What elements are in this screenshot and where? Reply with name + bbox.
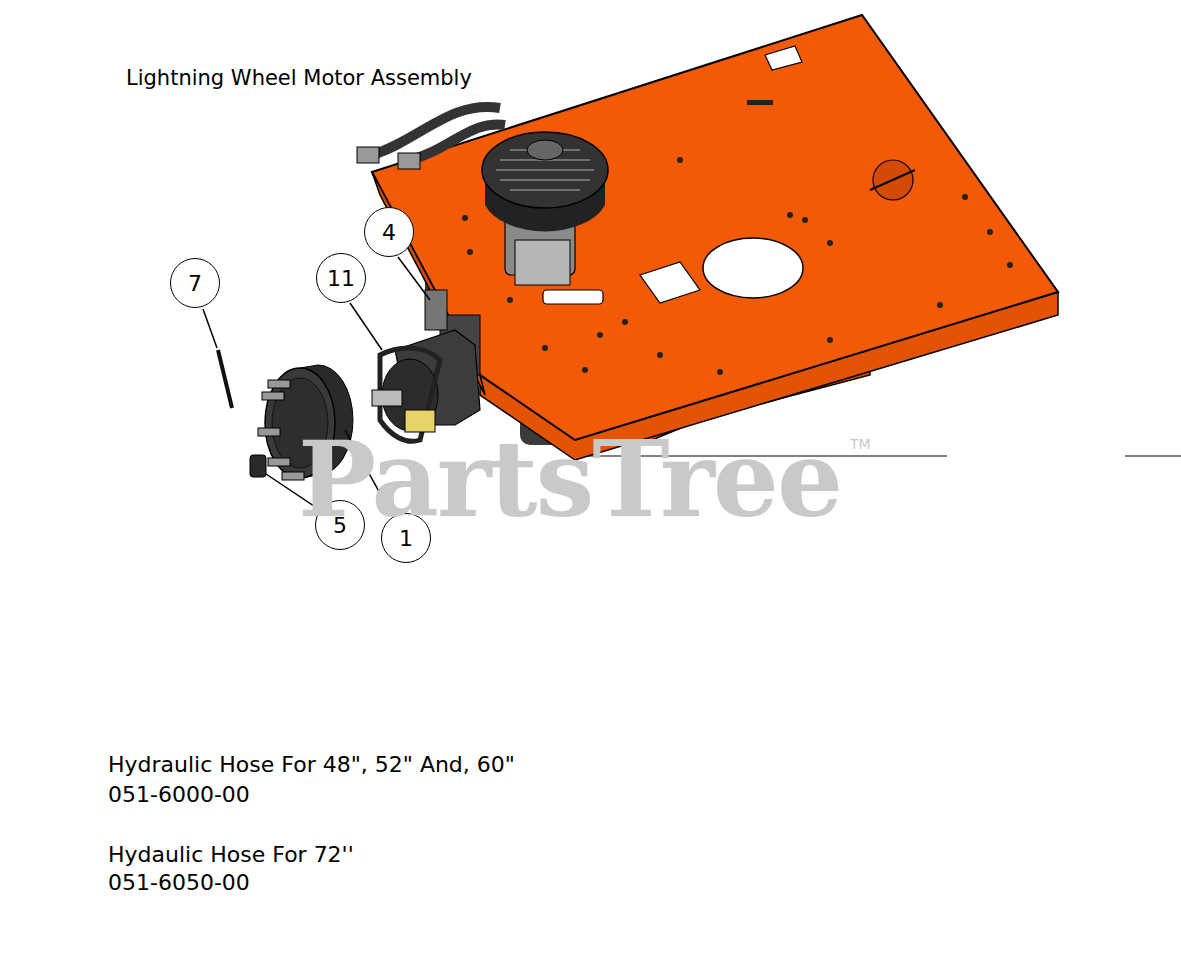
part-number: 051-6050-00 — [108, 870, 250, 896]
trademark: TM — [850, 436, 871, 452]
hose-note: Hydaulic Hose For 72'' — [108, 842, 354, 868]
callout-circle: 11 — [316, 253, 366, 303]
hose-note: Hydraulic Hose For 48", 52" And, 60" — [108, 752, 515, 778]
callout-number: 11 — [327, 266, 355, 291]
callout-circle: 4 — [364, 207, 414, 257]
part-number: 051-6000-00 — [108, 782, 250, 808]
callout-number: 7 — [188, 271, 202, 296]
diagram-title: Lightning Wheel Motor Assembly — [126, 66, 472, 91]
callout-circle: 7 — [170, 258, 220, 308]
watermark: PartsTree — [298, 418, 841, 541]
callout-number: 4 — [382, 220, 396, 245]
